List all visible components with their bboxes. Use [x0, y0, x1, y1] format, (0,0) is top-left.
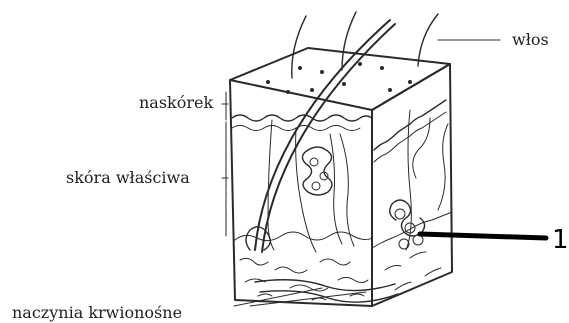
label-blood-vessels: naczynia krwionośne	[12, 303, 182, 322]
marker-1-label: 1	[552, 225, 569, 255]
dermis-bracket	[222, 122, 228, 236]
surface-pores	[266, 62, 412, 94]
marker-1-pointer	[420, 234, 546, 238]
label-epidermis: naskórek	[139, 93, 214, 112]
label-dermis: skóra właściwa	[66, 168, 190, 187]
bottom-vessels	[255, 280, 398, 302]
follicles-and-vessels	[246, 110, 448, 252]
epidermis-boundary	[232, 100, 446, 162]
epidermis-bracket	[222, 92, 228, 120]
sebaceous-gland	[302, 147, 332, 195]
skin-block-outline	[230, 48, 452, 306]
label-hair: włos	[512, 30, 549, 49]
